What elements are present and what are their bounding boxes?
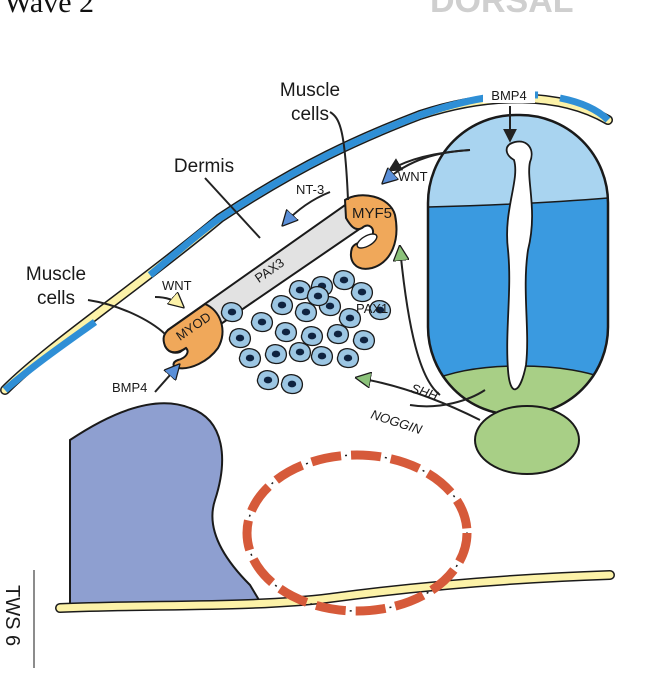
endoderm-mass xyxy=(69,402,264,606)
ectoderm-blue-left xyxy=(2,319,98,393)
wnt-top-label: WNT xyxy=(398,169,428,184)
bmp4-bottom-arrow xyxy=(154,366,178,393)
muscle-cells-top-line2: cells xyxy=(291,104,329,125)
wnt-left-label: WNT xyxy=(162,278,192,293)
side-label: TWS 6 xyxy=(1,585,23,646)
lower-ectoderm-band xyxy=(56,571,614,612)
wave-label: Wave 2 xyxy=(4,0,94,19)
neural-tube xyxy=(426,113,610,417)
central-canal xyxy=(505,140,533,391)
bmp4-bottom-label: BMP4 xyxy=(112,380,147,395)
shh-arrow-up xyxy=(400,248,441,396)
dorsal-aorta xyxy=(242,450,472,616)
noggin-arrow xyxy=(358,378,481,421)
dermis-label: Dermis xyxy=(174,156,234,177)
wnt-left-arrow xyxy=(154,297,182,306)
ectoderm-blue-right xyxy=(559,94,611,123)
myod-region xyxy=(162,302,224,370)
dorsal-label: DORSAL xyxy=(430,0,574,20)
noggin-label: NOGGIN xyxy=(369,407,424,438)
ectoderm-blue-top xyxy=(147,91,539,278)
shh-label: SHH xyxy=(409,381,440,404)
muscle-cells-top-line1: Muscle xyxy=(280,80,340,101)
muscle-cells-left-leader xyxy=(87,299,166,335)
dermis-leader xyxy=(204,177,261,239)
bmp4-top-label: BMP4 xyxy=(491,88,526,103)
muscle-cells-top-leader xyxy=(329,111,349,201)
dermomyotome xyxy=(162,194,398,370)
myf5-label: MYF5 xyxy=(352,205,392,222)
muscle-cells-left-line2: cells xyxy=(37,288,75,309)
wnt-top-arrow-b xyxy=(384,149,471,182)
nt3-arrow xyxy=(284,191,331,224)
muscle-cells-left-line1: Muscle xyxy=(26,264,86,285)
nt3-label: NT-3 xyxy=(296,182,324,197)
notochord xyxy=(474,405,580,475)
pax1-label: PAX1 xyxy=(356,301,388,316)
myf5-region xyxy=(343,194,398,270)
